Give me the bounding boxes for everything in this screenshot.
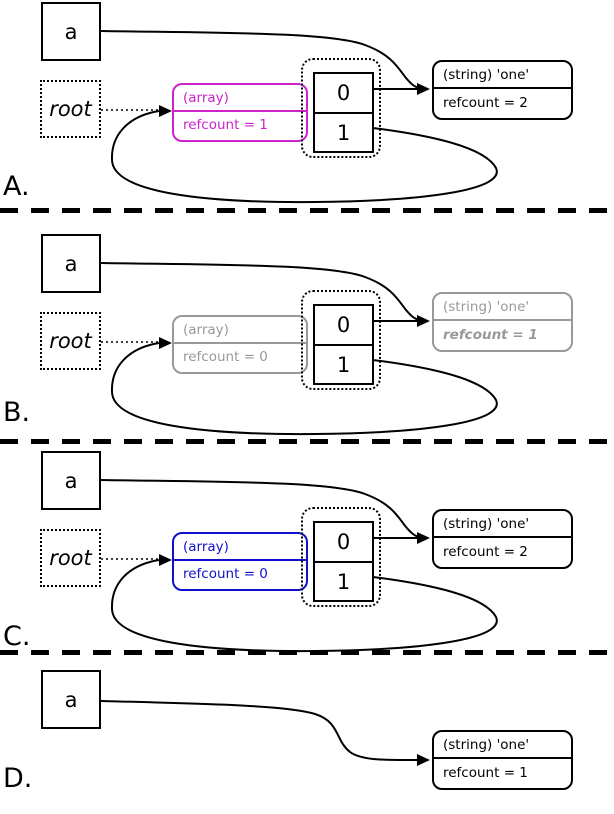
string-type-label: (string) 'one' <box>434 62 571 89</box>
string-zval-box: (string) 'one' refcount = 1 <box>432 730 573 790</box>
array-zval-box: (array) refcount = 1 <box>172 83 308 142</box>
array-cell-0: 0 <box>315 74 372 114</box>
panel-b: a root (array) refcount = 0 0 1 (string)… <box>0 232 614 439</box>
string-type-label: (string) 'one' <box>434 732 571 759</box>
array-zval-box: (array) refcount = 0 <box>172 532 308 591</box>
array-cell-1: 1 <box>336 120 351 145</box>
root-label: root <box>49 329 92 353</box>
string-zval-box: (string) 'one' refcount = 1 <box>432 292 573 352</box>
panel-letter: A. <box>3 171 30 202</box>
root-box: root <box>40 80 101 138</box>
string-refcount-label: refcount = 2 <box>443 543 528 560</box>
variable-label: a <box>64 468 78 493</box>
array-zval-box: (array) refcount = 0 <box>172 315 308 374</box>
panel-d: a (string) 'one' refcount = 1 D. <box>0 668 614 814</box>
root-box: root <box>40 312 101 370</box>
array-cells-outline: 0 1 <box>301 58 381 158</box>
root-label: root <box>49 546 92 570</box>
array-refcount-label: refcount = 0 <box>183 566 268 582</box>
array-refcount-label: refcount = 0 <box>183 349 268 365</box>
variable-box-a: a <box>41 2 101 61</box>
variable-label: a <box>64 687 78 712</box>
panel-letter: C. <box>3 621 31 652</box>
array-cells-outline: 0 1 <box>301 290 381 390</box>
string-refcount-label: refcount = 1 <box>443 764 528 781</box>
variable-box-a: a <box>41 451 101 510</box>
array-cell-1: 1 <box>336 569 351 594</box>
variable-label: a <box>64 19 78 44</box>
dashed-separator <box>0 439 614 444</box>
array-cells-outline: 0 1 <box>301 507 381 607</box>
panel-letter: B. <box>3 397 31 428</box>
dashed-separator <box>0 208 614 213</box>
array-refcount-label: refcount = 1 <box>183 117 268 133</box>
root-label: root <box>49 97 92 121</box>
string-type-label: (string) 'one' <box>434 511 571 538</box>
array-type-label: (array) <box>174 85 306 112</box>
array-type-label: (array) <box>174 534 306 561</box>
string-refcount-label: refcount = 2 <box>443 94 528 111</box>
variable-box-a: a <box>41 234 101 293</box>
array-cells: 0 1 <box>313 72 374 153</box>
panel-letter: D. <box>3 763 33 794</box>
array-cell-0: 0 <box>315 306 372 346</box>
string-type-label: (string) 'one' <box>434 294 571 321</box>
string-zval-box: (string) 'one' refcount = 2 <box>432 509 573 569</box>
variable-box-a: a <box>41 670 101 729</box>
string-zval-box: (string) 'one' refcount = 2 <box>432 60 573 120</box>
variable-label: a <box>64 251 78 276</box>
array-cells: 0 1 <box>313 521 374 602</box>
panel-c: a root (array) refcount = 0 0 1 (string)… <box>0 449 614 652</box>
string-refcount-label: refcount = 1 <box>443 326 538 343</box>
array-type-label: (array) <box>174 317 306 344</box>
array-cell-0: 0 <box>315 523 372 563</box>
dashed-separator <box>0 650 614 655</box>
array-cells: 0 1 <box>313 304 374 385</box>
array-cell-1: 1 <box>336 352 351 377</box>
panel-a: a root (array) refcount = 1 0 1 (string)… <box>0 0 614 208</box>
root-box: root <box>40 529 101 587</box>
